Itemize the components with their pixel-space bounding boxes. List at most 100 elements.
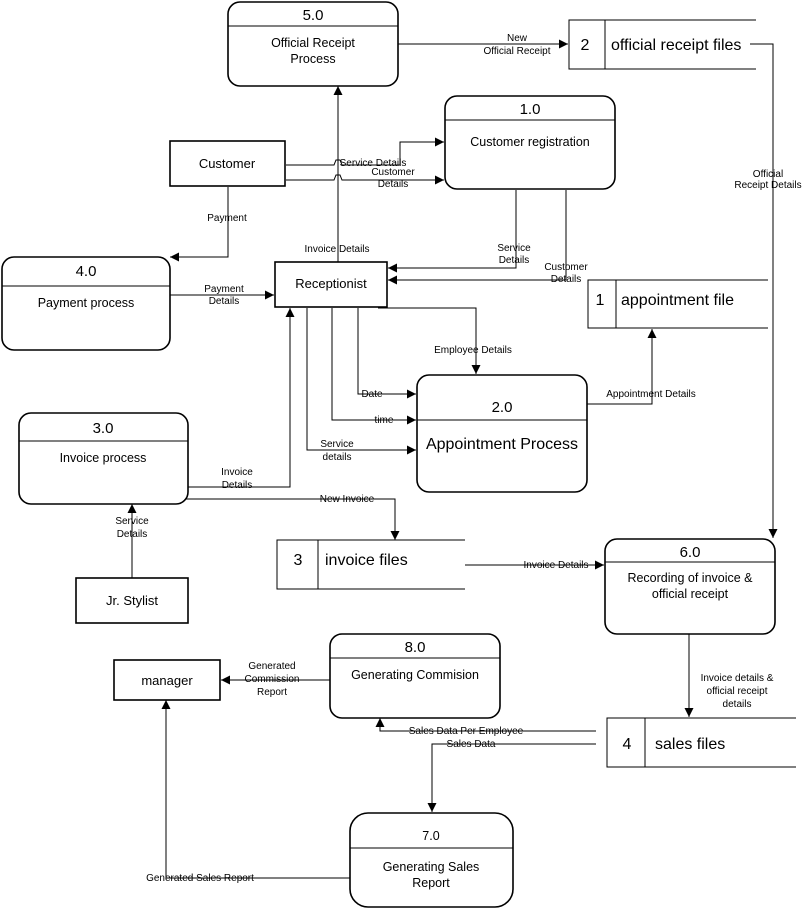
process-7-generating-sales-report[interactable]: 7.0 Generating Sales Report: [349, 812, 514, 908]
flow-label: Sales Data Per Employee: [409, 726, 524, 737]
flow-customer-details-to-receptionist: [388, 190, 567, 285]
flow-label: Details: [378, 179, 409, 190]
entity-customer[interactable]: Customer: [169, 140, 286, 187]
store-id: 1: [596, 292, 605, 309]
process-1-customer-registration[interactable]: 1.0 Customer registration: [444, 95, 616, 190]
flow-customer-service-details: [286, 137, 444, 166]
flow-label: Report: [257, 687, 287, 698]
store-name: appointment file: [621, 292, 734, 309]
process-number: 3.0: [93, 420, 114, 437]
flow-label: Generated Sales Report: [146, 873, 254, 884]
flow-label: Date: [361, 389, 383, 400]
flow-employee-details: [378, 307, 481, 374]
flow-label: Invoice details &: [701, 673, 774, 684]
flow-sales-data: [427, 743, 596, 812]
process-4-payment[interactable]: 4.0 Payment process: [1, 256, 171, 351]
flow-label: Customer: [371, 167, 415, 178]
entity-jr-stylist[interactable]: Jr. Stylist: [75, 577, 189, 624]
flow-label: Payment: [204, 284, 244, 295]
process-number: 7.0: [422, 829, 439, 843]
flow-label: Service: [115, 516, 149, 527]
process-5-official-receipt[interactable]: 5.0 Official Receipt Process: [227, 1, 399, 87]
entity-label: Receptionist: [295, 276, 367, 291]
process-label: Official Receipt: [271, 36, 355, 50]
flow-label: Details: [117, 529, 148, 540]
flow-label: Appointment Details: [606, 389, 696, 400]
flow-sales-per-employee: [375, 718, 596, 732]
flow-label: Details: [499, 255, 530, 266]
process-8-generating-commission[interactable]: 8.0 Generating Commision: [329, 633, 501, 719]
process-label: Appointment Process: [426, 436, 578, 453]
process-number: 1.0: [520, 101, 541, 118]
store-3-invoice-files[interactable]: 3 invoice files: [276, 539, 465, 590]
flow-label: Service: [320, 439, 354, 450]
process-label: Payment process: [38, 296, 135, 310]
flow-time: [331, 308, 416, 425]
process-label: Generating Sales: [383, 860, 480, 874]
flow-label: Invoice Details: [523, 560, 588, 571]
flow-customer-details: [286, 174, 444, 185]
flow-label: Official Receipt: [483, 46, 550, 57]
store-1-appointment-file[interactable]: 1 appointment file: [587, 279, 768, 329]
flow-service-details-to-2: [306, 308, 416, 455]
flow-label: Invoice Details: [304, 244, 369, 255]
store-name: sales files: [655, 736, 725, 753]
flow-label: time: [375, 415, 394, 426]
flow-appointment-details: [587, 329, 657, 405]
process-3-invoice[interactable]: 3.0 Invoice process: [18, 412, 189, 505]
flow-label: Official: [753, 169, 783, 180]
entity-receptionist[interactable]: Receptionist: [274, 261, 388, 308]
flow-label: Service: [497, 243, 531, 254]
flow-label: Generated: [248, 661, 295, 672]
process-number: 4.0: [76, 263, 97, 280]
flow-label: Sales Data: [447, 739, 496, 750]
flow-label: official receipt: [707, 686, 768, 697]
flow-label: Service Details: [340, 158, 407, 169]
store-id: 2: [581, 37, 590, 54]
entity-label: Jr. Stylist: [106, 593, 158, 608]
flow-label: Payment: [207, 213, 247, 224]
flow-date: [357, 308, 416, 399]
process-label: official receipt: [652, 587, 729, 601]
flow-label: Details: [222, 480, 253, 491]
flow-payment: [170, 187, 229, 262]
flow-new-invoice: [170, 498, 400, 540]
flow-label: Invoice: [221, 467, 253, 478]
flow-generated-sales-report: [161, 700, 350, 879]
flow-service-details-to-receptionist: [388, 190, 517, 273]
flow-label: details: [323, 452, 352, 463]
store-id: 4: [623, 736, 632, 753]
flow-label: Customer: [544, 262, 588, 273]
flow-invoice-details-to-receptionist: [188, 308, 295, 488]
entity-manager[interactable]: manager: [113, 659, 221, 701]
entity-label: Customer: [199, 156, 256, 171]
process-number: 2.0: [492, 399, 513, 416]
flow-label: New Invoice: [320, 494, 375, 505]
flow-labels: New Official Receipt Official Receipt De…: [115, 33, 801, 884]
process-6-recording[interactable]: 6.0 Recording of invoice & official rece…: [604, 538, 776, 635]
flow-label: Commission: [244, 674, 299, 685]
flow-label: Employee Details: [434, 345, 512, 356]
store-id: 3: [294, 552, 303, 569]
store-2-official-receipt-files[interactable]: 2 official receipt files: [568, 19, 756, 70]
flow-label: Details: [209, 296, 240, 307]
process-number: 6.0: [680, 544, 701, 561]
store-4-sales-files[interactable]: 4 sales files: [606, 717, 796, 768]
entity-label: manager: [141, 673, 193, 688]
flow-label: Receipt Details: [734, 180, 801, 191]
process-label: Generating Commision: [351, 668, 479, 682]
process-label: Process: [290, 52, 335, 66]
store-name: official receipt files: [611, 37, 741, 54]
process-label: Report: [412, 876, 450, 890]
process-label: Recording of invoice &: [627, 571, 753, 585]
flow-label: New: [507, 33, 528, 44]
process-2-appointment[interactable]: 2.0 Appointment Process: [416, 374, 588, 493]
flow-label: details: [723, 699, 752, 710]
store-name: invoice files: [325, 552, 408, 569]
process-label: Customer registration: [470, 135, 590, 149]
flow-label: Details: [551, 274, 582, 285]
flow-official-receipt-details: [750, 43, 778, 538]
process-number: 8.0: [405, 639, 426, 656]
